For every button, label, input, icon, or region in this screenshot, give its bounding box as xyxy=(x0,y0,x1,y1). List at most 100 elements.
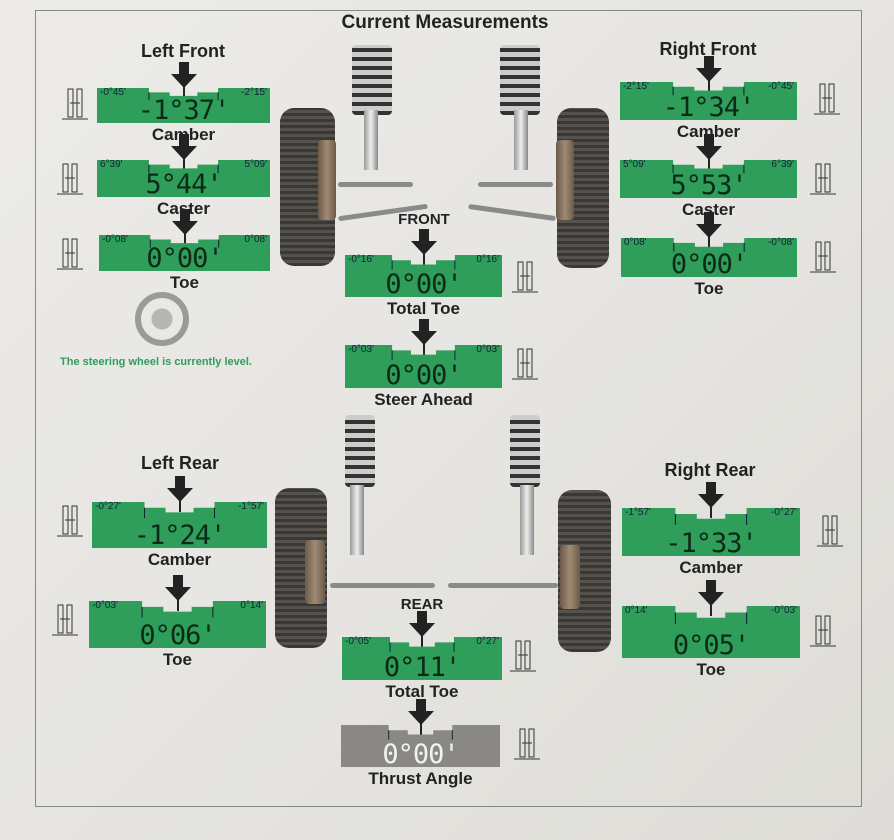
rf-toe-label: Toe xyxy=(694,279,724,298)
rf-caster-label: Caster xyxy=(682,200,735,219)
rr-camber-arrow-icon xyxy=(698,482,724,518)
steer-ahead-min-value: -0°03' xyxy=(348,344,374,355)
rr-camber-reading: -1°33' xyxy=(665,528,758,559)
rr-toe-min-value: 0°14' xyxy=(625,605,648,616)
lf-toe-reading: 0°00' xyxy=(146,243,223,274)
report-frame xyxy=(35,10,862,807)
rf-caster-gauge-scale xyxy=(620,160,797,198)
toe-icon xyxy=(55,235,85,271)
caster-icon xyxy=(55,160,85,196)
rr-toe-gauge-scale xyxy=(622,606,800,658)
caster-icon xyxy=(808,160,838,196)
lf-toe-min-value: -0°08' xyxy=(102,234,128,245)
right-rear-heading: Right Rear xyxy=(664,460,756,480)
lf-camber-arrow-icon xyxy=(170,62,197,98)
rr-toe-reading: 0°05' xyxy=(672,630,750,661)
camber-icon xyxy=(55,502,85,538)
rear-total-toe-max-value: 0°27' xyxy=(476,636,499,647)
lf-caster-arrow-icon xyxy=(170,134,197,170)
rr-toe-gauge: 0°14' -0°03' 0°05' xyxy=(622,605,800,661)
lf-camber-gauge-scale xyxy=(97,88,270,123)
lf-toe-label: Toe xyxy=(170,273,199,292)
camber-icon xyxy=(60,85,90,121)
page-title: Current Measurements xyxy=(341,12,549,33)
rf-camber-gauge-scale xyxy=(620,82,797,120)
left-rear-heading: Left Rear xyxy=(140,453,220,473)
front-total-toe-reading: 0°00' xyxy=(385,269,462,300)
front-total-toe-gauge-scale xyxy=(345,255,502,297)
thrust-angle-reading: 0°00' xyxy=(382,739,459,770)
steer-ahead-gauge: -0°03' 0°03' 0°00' xyxy=(345,344,502,391)
lr-toe-label: Toe xyxy=(163,650,192,669)
thrust-angle-label: Thrust Angle xyxy=(368,769,473,788)
lf-caster-min-value: 6°39' xyxy=(100,159,123,170)
steer-ahead-max-value: 0°03' xyxy=(476,344,499,355)
front-heading: FRONT xyxy=(398,211,450,228)
lf-camber-reading: -1°37' xyxy=(137,95,231,126)
rr-toe-label: Toe xyxy=(696,660,726,679)
front-total-toe-label: Total Toe xyxy=(386,299,461,318)
total-toe-icon xyxy=(510,258,540,294)
steering-wheel-icon xyxy=(135,292,189,346)
rf-toe-min-value: 0°08' xyxy=(624,237,647,248)
lf-toe-gauge: -0°08' 0°08' 0°00' xyxy=(99,234,270,274)
rf-toe-reading: 0°00' xyxy=(670,249,748,280)
front-total-toe-gauge: -0°16'0°16'0°00' xyxy=(345,254,502,300)
rf-camber-reading: -1°34' xyxy=(662,92,756,123)
thrust-angle-gauge: 0°00' xyxy=(341,725,500,770)
lr-toe-arrow-icon xyxy=(164,575,191,611)
rr-camber-gauge: -1°57'-0°27'-1°33' xyxy=(622,507,800,559)
lr-toe-gauge-scale xyxy=(89,601,266,648)
thrust-angle-gauge-scale xyxy=(341,725,500,767)
steer-ahead-arrow-icon xyxy=(410,319,437,355)
rf-caster-arrow-icon xyxy=(695,134,722,170)
lr-toe-gauge: -0°03'0°14'0°06' xyxy=(89,600,266,651)
rr-camber-gauge-scale xyxy=(622,508,800,556)
lr-camber-arrow-icon xyxy=(166,476,193,512)
rear-total-toe-label: Total Toe xyxy=(385,682,459,701)
rf-camber-arrow-icon xyxy=(695,56,722,92)
lf-caster-gauge-scale xyxy=(97,160,270,197)
lf-caster-gauge: 6°39'5°09'5°44' xyxy=(97,159,270,198)
rf-camber-label: Camber xyxy=(676,122,741,141)
lr-camber-label: Camber xyxy=(147,550,212,569)
thrust-angle-icon xyxy=(512,725,542,761)
rr-camber-max-value: -0°27' xyxy=(771,507,797,518)
thrust-angle-arrow-icon xyxy=(407,699,434,735)
lf-caster-label: Caster xyxy=(157,199,210,218)
lf-toe-arrow-icon xyxy=(171,209,198,245)
lf-camber-min-value: -0°45' xyxy=(100,87,126,98)
rr-toe-max-value: -0°03' xyxy=(771,605,797,616)
rr-camber-label: Camber xyxy=(679,558,743,577)
steer-ahead-icon xyxy=(510,345,540,381)
left-front-heading: Left Front xyxy=(141,41,225,61)
front-total-toe-max-value: 0°16' xyxy=(476,254,499,265)
rf-caster-min-value: 5°09' xyxy=(623,159,646,170)
rf-toe-arrow-icon xyxy=(696,212,722,248)
lf-toe-gauge-scale xyxy=(99,235,270,271)
rf-caster-max-value: 6°39' xyxy=(771,159,794,170)
toe-icon xyxy=(808,612,838,648)
rear-heading: REAR xyxy=(400,596,444,613)
toe-icon xyxy=(50,601,80,637)
rf-toe-gauge: 0°08'-0°08'0°00' xyxy=(621,237,797,280)
rr-toe-arrow-icon xyxy=(698,580,724,616)
rf-camber-min-value: -2°15' xyxy=(623,81,649,92)
lr-camber-gauge-scale xyxy=(92,502,267,548)
steering-level-message: The steering wheel is currently level. xyxy=(60,356,252,368)
steer-ahead-reading: 0°00' xyxy=(385,360,462,391)
lr-camber-min-value: -0°27' xyxy=(95,501,121,512)
rear-total-toe-arrow-icon xyxy=(409,611,435,647)
rear-total-toe-gauge-scale xyxy=(342,637,502,680)
camber-icon xyxy=(812,80,842,116)
lf-camber-gauge: -0°45' -2°15' -1°37' xyxy=(97,87,270,126)
lr-camber-max-value: -1°57' xyxy=(238,501,264,512)
lr-toe-min-value: -0°03' xyxy=(92,600,118,611)
lr-toe-reading: 0°06' xyxy=(139,620,216,651)
lr-camber-gauge: -0°27'-1°57'-1°24' xyxy=(92,501,267,549)
steer-ahead-gauge-scale xyxy=(345,345,502,388)
lf-camber-max-value: -2°15' xyxy=(241,87,267,98)
lf-caster-max-value: 5°09' xyxy=(244,159,267,170)
lf-toe-max-value: 0°08' xyxy=(244,234,267,245)
